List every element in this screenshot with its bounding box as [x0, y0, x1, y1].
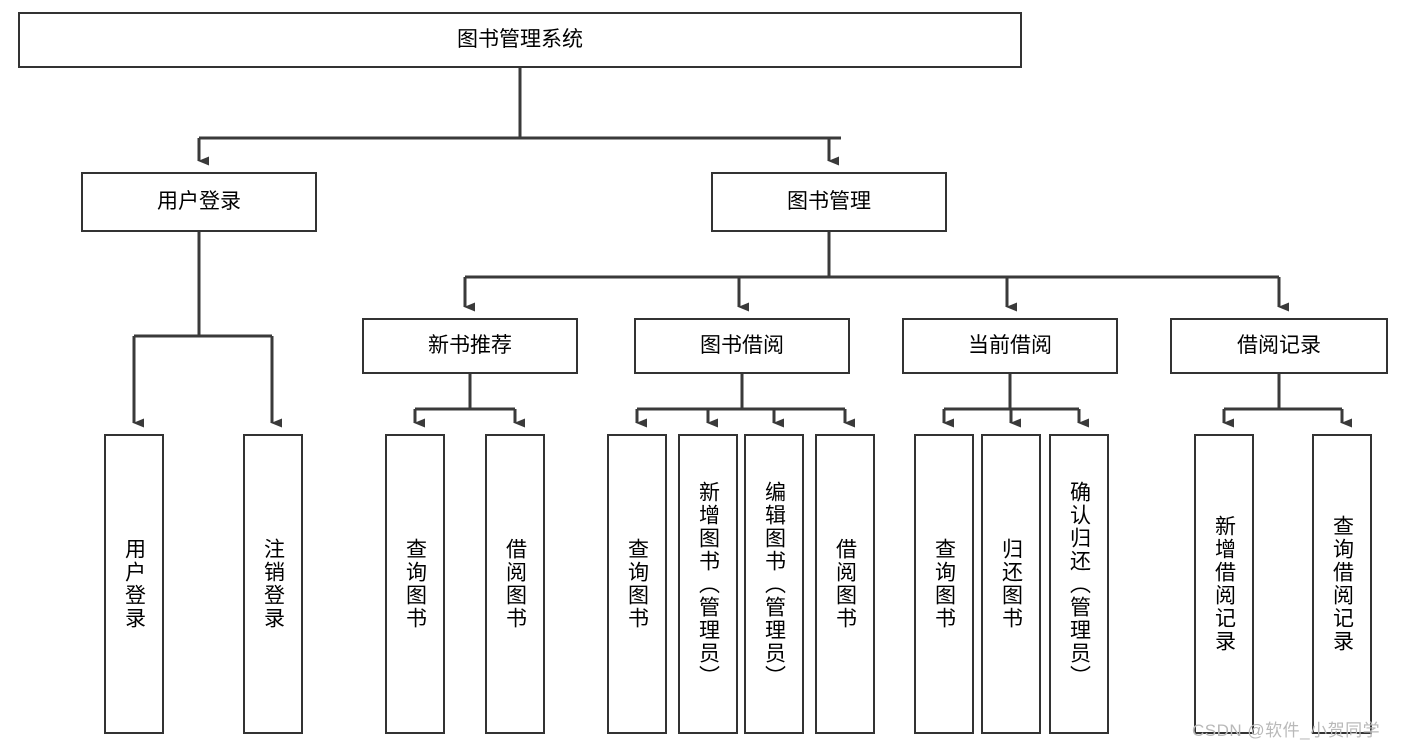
node-leaf-1[interactable]: 用户登录	[104, 434, 164, 734]
node-leaf-1-label: 用户登录	[122, 538, 146, 630]
node-level2-2-label: 图书管理	[787, 190, 871, 214]
node-leaf-10-label: 归还图书	[999, 538, 1023, 630]
node-leaf-10[interactable]: 归还图书	[981, 434, 1041, 734]
node-leaf-5-label: 查询图书	[625, 538, 649, 630]
node-leaf-7[interactable]: 编辑图书（管理员）	[744, 434, 804, 734]
node-level2-1[interactable]: 用户登录	[81, 172, 317, 232]
node-leaf-4-label: 借阅图书	[503, 538, 527, 630]
node-leaf-8-label: 借阅图书	[833, 538, 857, 630]
node-level3-1-label: 新书推荐	[428, 334, 512, 358]
node-leaf-3-label: 查询图书	[403, 538, 427, 630]
node-leaf-6-label: 新增图书（管理员）	[696, 480, 720, 688]
node-level3-4-label: 借阅记录	[1237, 334, 1321, 358]
node-leaf-5[interactable]: 查询图书	[607, 434, 667, 734]
node-leaf-3[interactable]: 查询图书	[385, 434, 445, 734]
node-leaf-12[interactable]: 新增借阅记录	[1194, 434, 1254, 734]
node-level3-2-label: 图书借阅	[700, 334, 784, 358]
node-level3-1[interactable]: 新书推荐	[362, 318, 578, 374]
node-leaf-7-label: 编辑图书（管理员）	[762, 480, 786, 688]
node-root-label: 图书管理系统	[457, 28, 583, 52]
node-leaf-13-label: 查询借阅记录	[1330, 515, 1354, 653]
node-level2-1-label: 用户登录	[157, 190, 241, 214]
node-leaf-8[interactable]: 借阅图书	[815, 434, 875, 734]
node-leaf-4[interactable]: 借阅图书	[485, 434, 545, 734]
node-leaf-13[interactable]: 查询借阅记录	[1312, 434, 1372, 734]
node-level3-2[interactable]: 图书借阅	[634, 318, 850, 374]
node-root[interactable]: 图书管理系统	[18, 12, 1022, 68]
node-leaf-2-label: 注销登录	[261, 538, 285, 630]
node-leaf-11-label: 确认归还（管理员）	[1067, 480, 1091, 688]
node-leaf-6[interactable]: 新增图书（管理员）	[678, 434, 738, 734]
node-level3-4[interactable]: 借阅记录	[1170, 318, 1388, 374]
node-leaf-12-label: 新增借阅记录	[1212, 515, 1236, 653]
watermark-text: CSDN @软件_小贺同学	[1192, 721, 1381, 740]
node-leaf-2[interactable]: 注销登录	[243, 434, 303, 734]
node-leaf-11[interactable]: 确认归还（管理员）	[1049, 434, 1109, 734]
node-leaf-9[interactable]: 查询图书	[914, 434, 974, 734]
node-leaf-9-label: 查询图书	[932, 538, 956, 630]
node-level2-2[interactable]: 图书管理	[711, 172, 947, 232]
node-level3-3-label: 当前借阅	[968, 334, 1052, 358]
node-level3-3[interactable]: 当前借阅	[902, 318, 1118, 374]
